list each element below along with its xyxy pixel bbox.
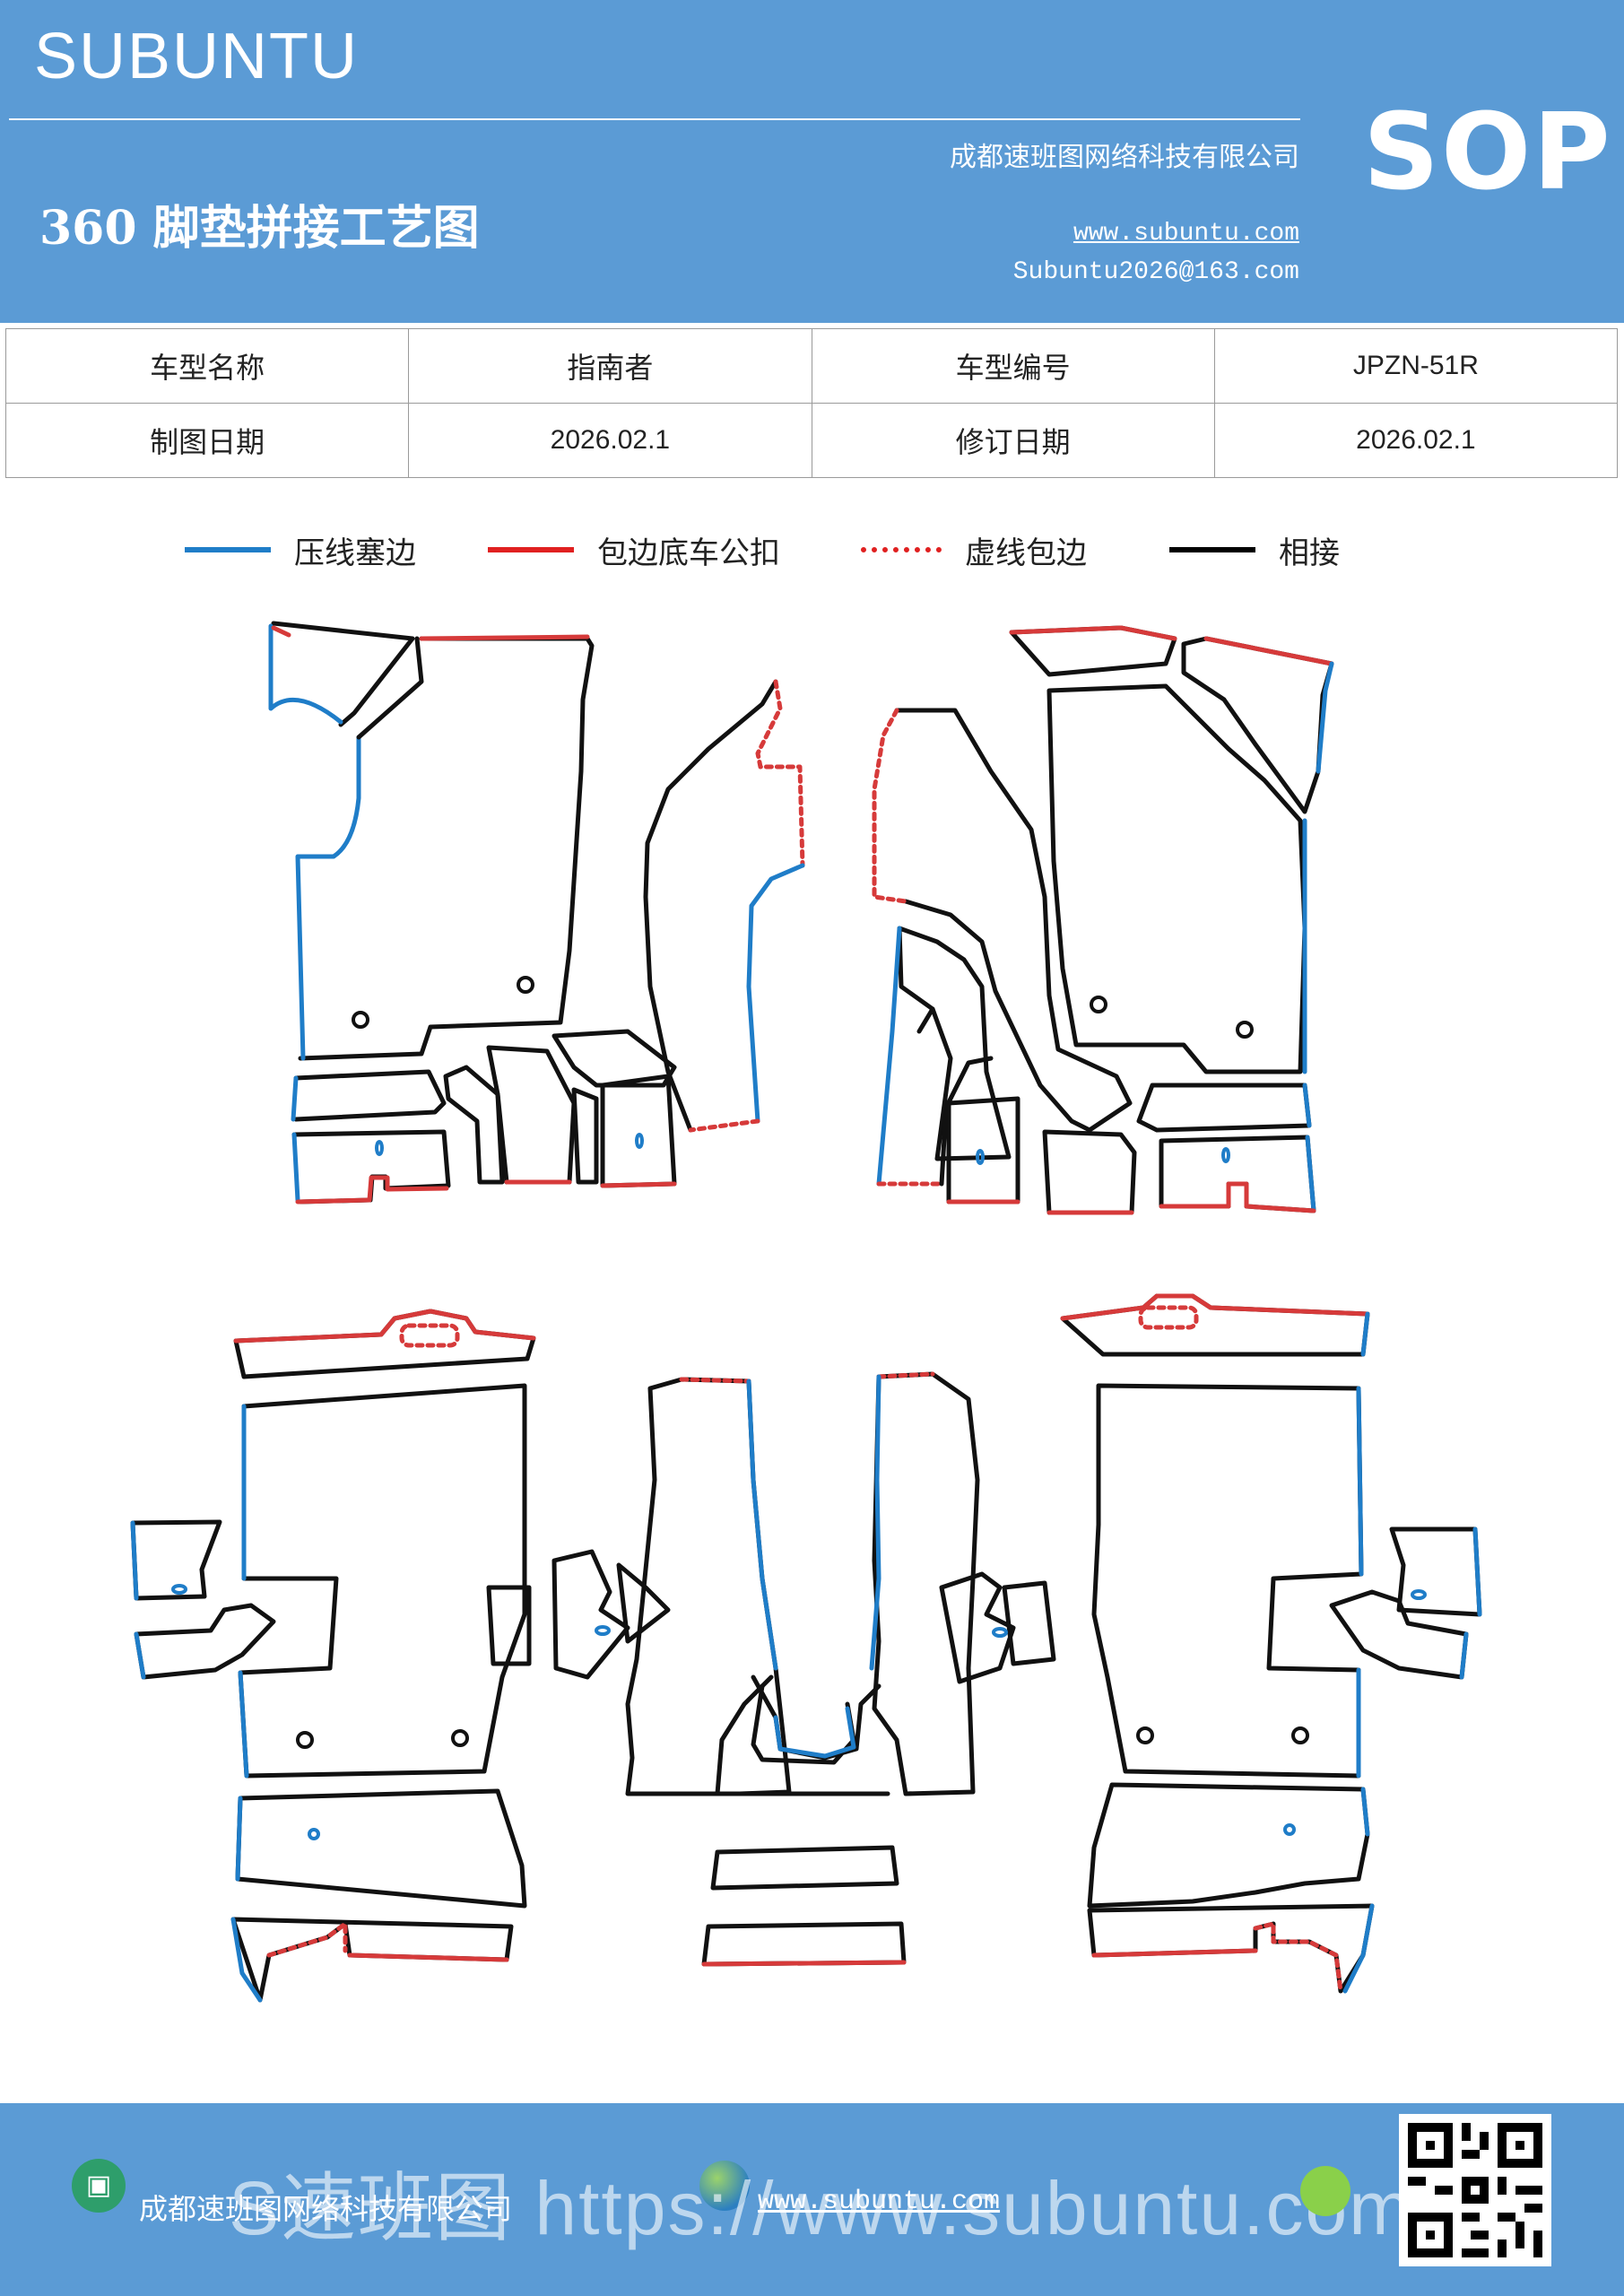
model-code-label: 车型编号 — [811, 328, 1215, 404]
model-name-value: 指南者 — [408, 328, 812, 404]
wechat-icon — [1300, 2166, 1350, 2216]
revise-date-value: 2026.02.1 — [1213, 403, 1619, 478]
watermark-text: S速班图 https://www.subuntu.com — [229, 2166, 1414, 2250]
mat-front-left — [268, 621, 595, 1061]
legend-item-blue: 压线塞边 — [185, 527, 416, 572]
draw-date-label: 制图日期 — [4, 403, 410, 478]
email-address: Subuntu2026@163.com — [1012, 258, 1299, 286]
legend-item-red: 包边底车公扣 — [488, 527, 780, 572]
floor-mat-diagram — [130, 621, 1482, 2003]
mat-front-right — [1009, 625, 1334, 1074]
model-code-value: JPZN-51R — [1213, 328, 1619, 404]
footer-website[interactable]: www.subuntu.com — [758, 2187, 1001, 2217]
header-divider — [9, 118, 1300, 120]
table-row: 车型名称 指南者 车型编号 JPZN-51R — [4, 328, 1619, 404]
mat-front-left-tunnel — [643, 679, 805, 1133]
company-icon: ▣ — [72, 2159, 126, 2213]
footer-company: 成都速班图网络科技有限公司 — [139, 2192, 513, 2226]
legend-swatch — [861, 547, 942, 552]
info-table: 车型名称 指南者 车型编号 JPZN-51R 制图日期 2026.02.1 修订… — [4, 328, 1619, 478]
mat-rear-right — [1060, 1293, 1482, 1994]
legend: 压线塞边 包边底车公扣 虚线包边 相接 — [0, 527, 1624, 572]
mat-rear-left — [130, 1309, 536, 2003]
company-name: 成都速班图网络科技有限公司 — [950, 142, 1299, 173]
header-banner: SUBUNTU 360 脚垫拼接工艺图 成都速班图网络科技有限公司 www.su… — [0, 0, 1624, 323]
mat-rear-center — [486, 1371, 1056, 1967]
table-row: 制图日期 2026.02.1 修订日期 2026.02.1 — [4, 403, 1619, 478]
revise-date-label: 修订日期 — [811, 403, 1215, 478]
draw-date-value: 2026.02.1 — [408, 403, 812, 478]
model-name-label: 车型名称 — [4, 328, 410, 404]
legend-label: 包边底车公扣 — [597, 535, 780, 571]
mat-front-left-lower — [291, 1029, 677, 1205]
legend-swatch — [1169, 547, 1255, 552]
legend-label: 虚线包边 — [965, 535, 1087, 571]
legend-label: 相接 — [1279, 535, 1340, 571]
mat-front-right-tunnel — [872, 708, 1316, 1215]
qr-code-icon[interactable] — [1399, 2114, 1551, 2266]
sop-label: SOP — [1363, 90, 1612, 213]
footer-banner: ▣ 成都速班图网络科技有限公司 www.subuntu.com S速班图 htt… — [0, 2103, 1624, 2296]
legend-swatch — [488, 547, 574, 552]
page-title: 360 脚垫拼接工艺图 — [39, 201, 480, 256]
globe-icon — [699, 2161, 750, 2211]
brand-name: SUBUNTU — [34, 21, 360, 92]
website-link[interactable]: www.subuntu.com — [1073, 220, 1299, 248]
legend-label: 压线塞边 — [294, 535, 416, 571]
legend-item-dotted: 虚线包边 — [861, 527, 1087, 572]
legend-item-black: 相接 — [1169, 527, 1340, 572]
legend-swatch — [185, 547, 271, 552]
